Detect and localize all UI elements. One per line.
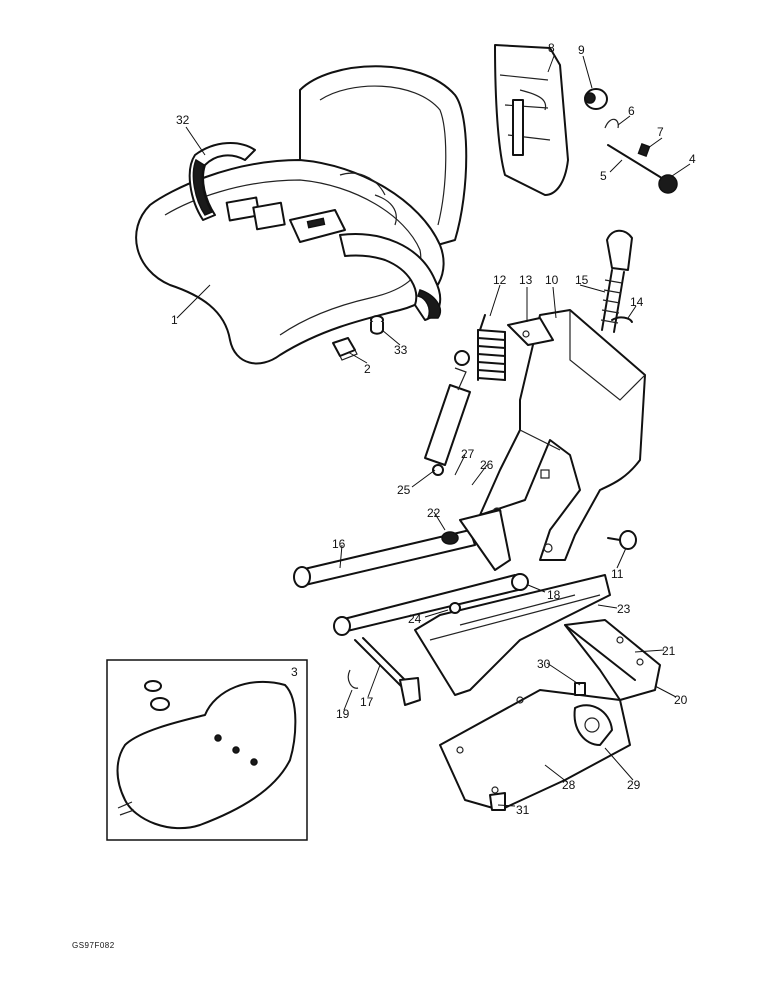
callout-25: 25 <box>397 483 411 497</box>
seat-backrest <box>299 65 468 251</box>
callout-20: 20 <box>674 693 688 707</box>
part-33-screw <box>370 315 384 335</box>
scissor-linkage <box>293 509 529 636</box>
callout-26: 26 <box>480 458 494 472</box>
callout-18: 18 <box>547 588 561 602</box>
part-2-block <box>332 337 358 361</box>
callout-5: 5 <box>600 169 607 183</box>
callout-14: 14 <box>630 295 644 309</box>
base-plate <box>439 619 661 811</box>
leader-lines <box>176 55 691 807</box>
callout-22: 22 <box>427 506 441 520</box>
callout-10: 10 <box>545 273 559 287</box>
adjusting-screw <box>600 229 633 333</box>
callout-7: 7 <box>657 125 664 139</box>
spring-left <box>477 314 506 381</box>
callout-2: 2 <box>364 362 371 376</box>
callout-12: 12 <box>493 273 507 287</box>
figure-reference: GS97F082 <box>72 941 115 950</box>
callout-13: 13 <box>519 273 533 287</box>
callout-21: 21 <box>662 644 676 658</box>
callout-11: 11 <box>611 567 624 581</box>
clip-pin <box>611 316 633 323</box>
pivot-rod <box>347 637 421 706</box>
callout-16: 16 <box>332 537 346 551</box>
callout-6: 6 <box>628 104 635 118</box>
callout-15: 15 <box>575 273 589 287</box>
seat-belt <box>188 142 442 321</box>
callout-9: 9 <box>578 43 585 57</box>
callout-32: 32 <box>176 113 190 127</box>
callout-17: 17 <box>360 695 374 709</box>
pin-assembly <box>604 118 678 194</box>
mount-tab <box>507 317 554 346</box>
callout-1: 1 <box>171 313 178 327</box>
callout-33: 33 <box>394 343 408 357</box>
callout-30: 30 <box>537 657 551 671</box>
callout-4: 4 <box>689 152 696 166</box>
slide-rail <box>414 574 611 696</box>
inset-seat-pad <box>106 659 308 841</box>
callout-3: 3 <box>291 665 298 679</box>
knob <box>607 530 637 550</box>
callout-19: 19 <box>336 707 350 721</box>
callout-labels: 1 2 3 4 5 6 7 8 9 10 11 12 13 14 15 16 1… <box>171 41 696 817</box>
callout-23: 23 <box>617 602 631 616</box>
callout-29: 29 <box>627 778 641 792</box>
callout-8: 8 <box>548 41 555 55</box>
damper <box>424 350 471 476</box>
callout-31: 31 <box>516 803 530 817</box>
seat-assembly <box>135 65 468 365</box>
callout-24: 24 <box>408 612 422 626</box>
callout-27: 27 <box>461 447 475 461</box>
height-bracket <box>494 44 608 196</box>
callout-28: 28 <box>562 778 576 792</box>
